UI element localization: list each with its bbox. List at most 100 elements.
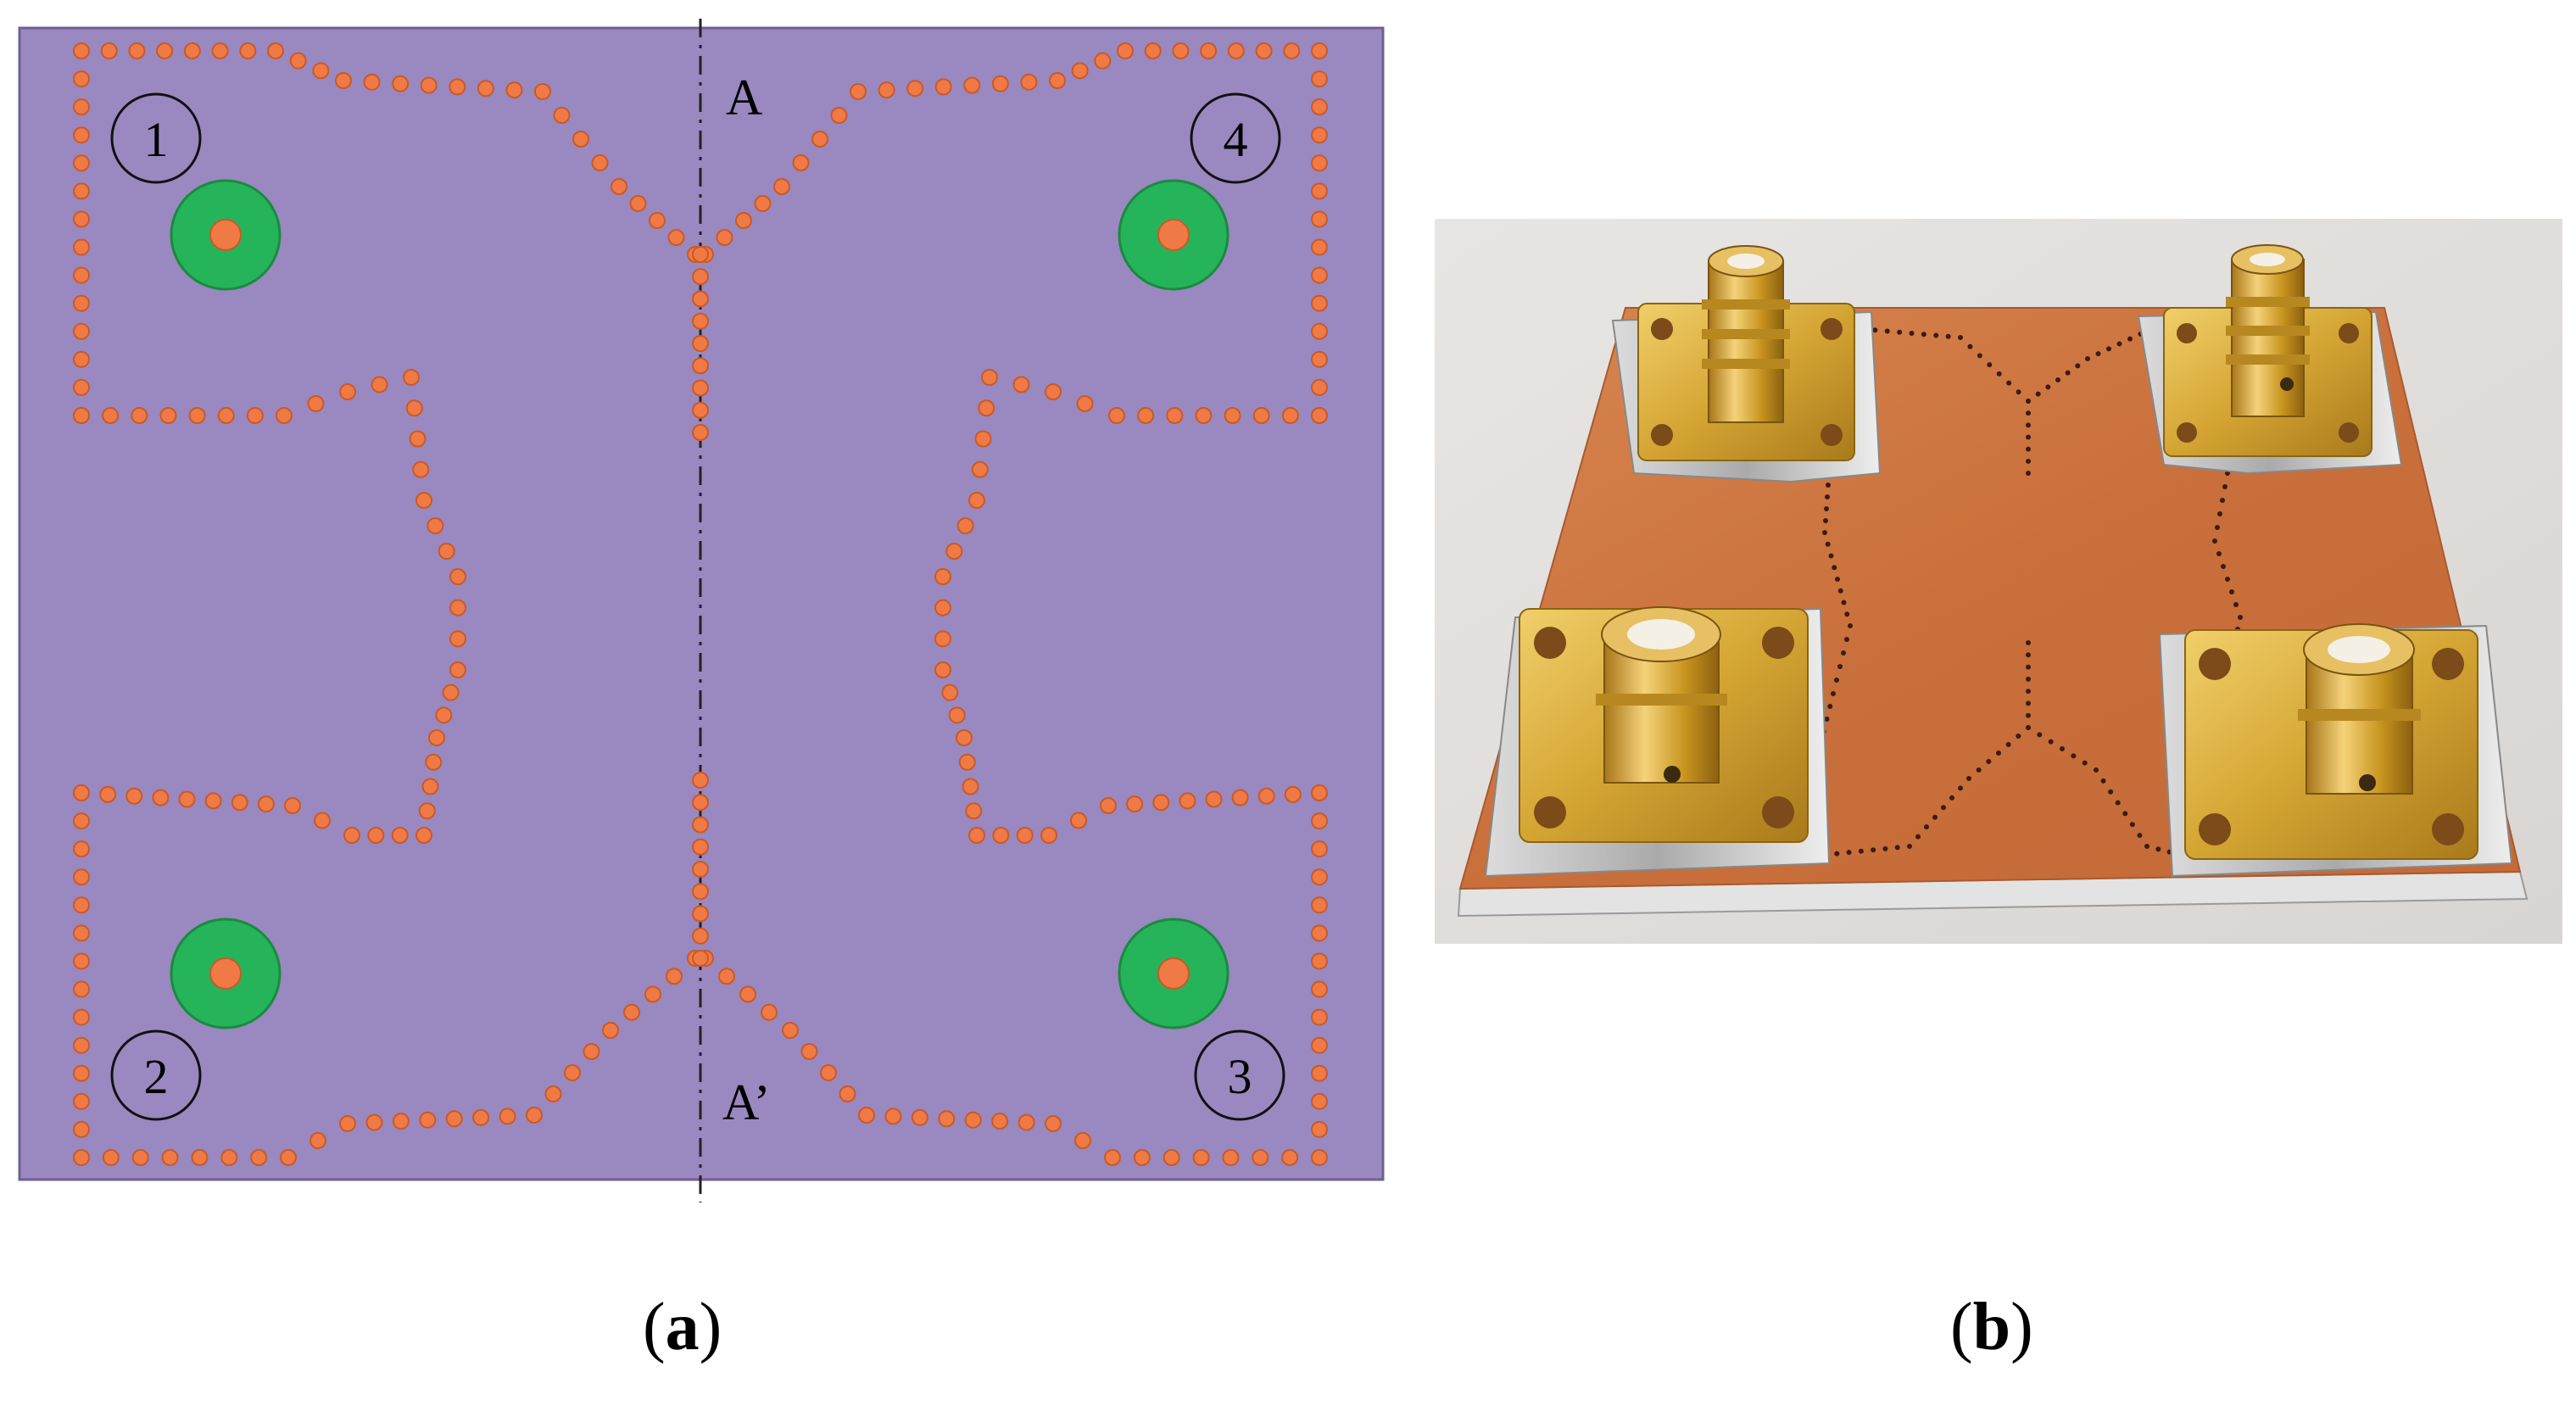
via: [1915, 834, 1921, 840]
via: [1828, 553, 1834, 559]
port-number-3: 3: [1228, 1049, 1252, 1104]
via: [1045, 383, 1062, 400]
via: [2026, 471, 2031, 476]
via: [1837, 664, 1843, 669]
via: [1996, 750, 2001, 756]
sma-connector-4: [2226, 244, 2310, 417]
via: [1921, 332, 1926, 338]
via: [962, 778, 979, 795]
via: [1884, 328, 1890, 334]
via: [934, 599, 951, 617]
via: [1224, 407, 1241, 424]
via: [1858, 848, 1864, 854]
via: [544, 1085, 562, 1102]
via: [267, 42, 284, 59]
via: [1967, 343, 1973, 349]
port-number-4: 4: [1224, 112, 1248, 167]
via: [1311, 952, 1328, 970]
via: [100, 42, 118, 59]
via: [1311, 70, 1328, 88]
via: [505, 81, 523, 99]
via: [2026, 410, 2031, 416]
via: [418, 802, 436, 820]
via: [2122, 811, 2128, 817]
via: [2082, 760, 2088, 766]
via: [1074, 1132, 1091, 1149]
via: [1933, 332, 1939, 338]
via: [692, 905, 709, 923]
via: [1871, 847, 1876, 853]
via: [102, 1149, 120, 1166]
via: [1281, 1149, 1299, 1166]
via: [968, 492, 985, 509]
via: [1834, 851, 1840, 856]
port-label-3: 3: [1194, 1029, 1285, 1121]
fabricated-board-photo: [1435, 219, 2562, 944]
via: [1192, 1149, 1210, 1166]
via: [178, 790, 196, 808]
via: [339, 1115, 356, 1132]
via: [152, 789, 170, 806]
axis-label-a: A: [726, 70, 762, 126]
via: [692, 772, 709, 789]
via: [2026, 422, 2031, 428]
via: [1108, 407, 1125, 424]
via: [2222, 484, 2228, 489]
via: [1195, 407, 1213, 424]
via: [2026, 689, 2031, 695]
via: [1137, 407, 1155, 424]
via: [948, 706, 966, 724]
via: [220, 1149, 238, 1166]
via: [73, 42, 90, 59]
via: [2220, 498, 2225, 503]
via: [2217, 511, 2222, 516]
via: [1311, 1120, 1328, 1138]
via: [73, 70, 90, 88]
via: [1844, 611, 1850, 617]
via: [2005, 742, 2011, 747]
via: [534, 83, 551, 100]
via: [964, 1111, 982, 1129]
via: [1987, 362, 1993, 368]
via: [1126, 795, 1144, 813]
port-label-4: 4: [1190, 92, 1281, 184]
via: [692, 816, 709, 834]
via: [906, 80, 924, 98]
via: [2060, 746, 2065, 751]
via: [73, 1036, 90, 1054]
via: [1166, 407, 1184, 424]
via: [472, 1108, 490, 1126]
caption-a: (a): [643, 1289, 722, 1366]
via: [1311, 322, 1328, 340]
via: [1848, 623, 1853, 628]
via: [128, 42, 146, 59]
via: [1311, 210, 1328, 228]
via: [1311, 98, 1328, 116]
via: [1966, 776, 1971, 781]
via-array: [73, 42, 1328, 1166]
via: [1012, 376, 1030, 393]
via: [1841, 650, 1846, 656]
via: [73, 1064, 90, 1082]
via: [1311, 126, 1328, 144]
via: [1996, 371, 2002, 377]
via: [73, 238, 90, 256]
via: [934, 78, 952, 96]
caption-b: (b): [1950, 1289, 2033, 1366]
via: [1844, 637, 1849, 642]
via: [307, 395, 325, 412]
via: [2212, 538, 2217, 544]
via: [692, 950, 709, 967]
via: [1076, 395, 1094, 412]
via: [963, 76, 981, 94]
via: [1907, 844, 1912, 849]
via: [73, 924, 90, 942]
via: [968, 827, 985, 844]
via: [427, 517, 444, 534]
via: [2095, 351, 2101, 357]
via: [2026, 700, 2031, 706]
via: [591, 154, 609, 171]
connector-pad-4: [1118, 179, 1229, 291]
via: [250, 1149, 268, 1166]
via: [782, 1022, 799, 1039]
